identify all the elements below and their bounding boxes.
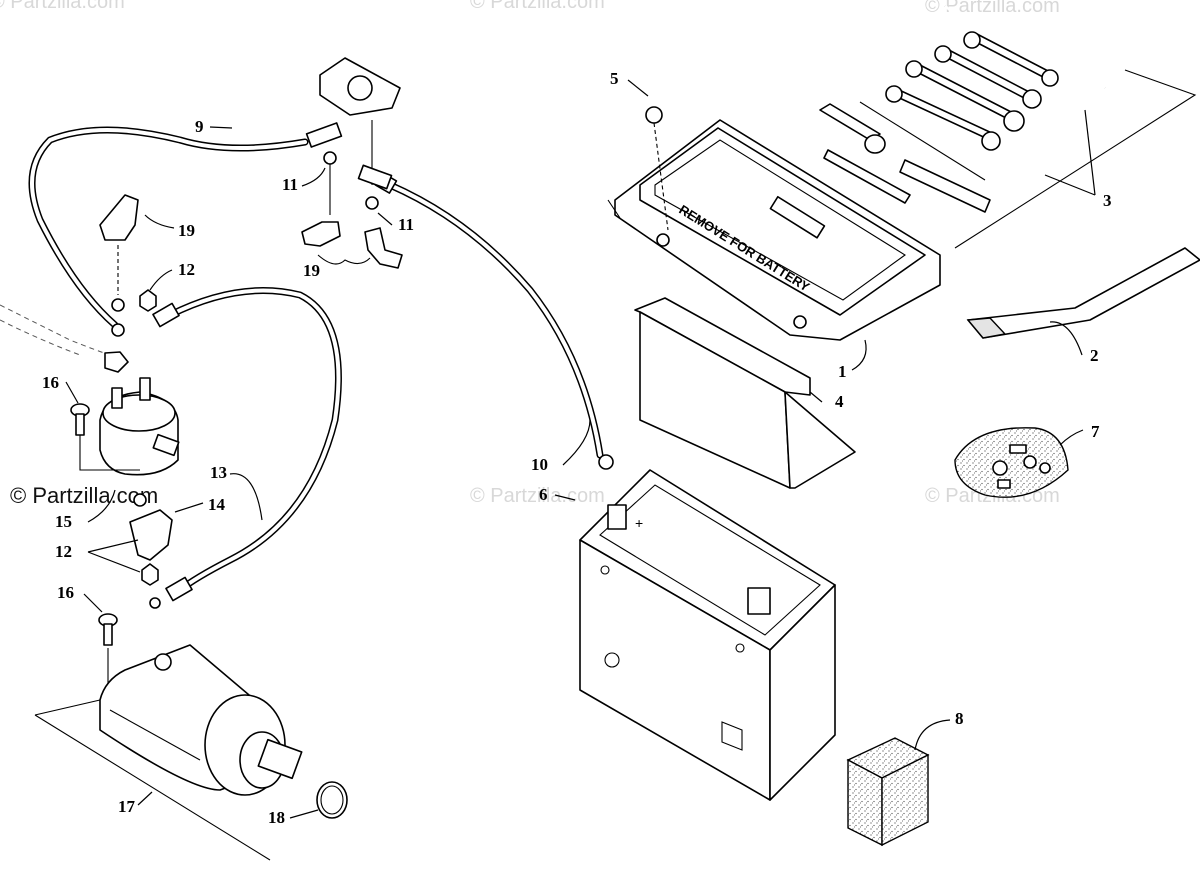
callout-16-b: 16 bbox=[57, 583, 74, 602]
wire-dashed-2 bbox=[0, 319, 81, 356]
callout-9: 9 bbox=[195, 117, 204, 136]
starter-motor bbox=[34, 644, 303, 861]
nuts-12 bbox=[111, 289, 159, 586]
callout-10: 10 bbox=[531, 455, 548, 474]
bolt-16-lower bbox=[98, 613, 118, 690]
watermark-top-center: © Partzilla.com bbox=[470, 0, 605, 13]
watermark-mid-center: © Partzilla.com bbox=[470, 485, 605, 507]
battery-bracket bbox=[634, 297, 856, 489]
callout-19-b: 19 bbox=[303, 261, 320, 280]
callouts: 1 2 3 4 5 6 7 8 9 10 11 11 12 12 13 14 1… bbox=[42, 69, 1112, 827]
boots-19-upper bbox=[301, 221, 403, 269]
bolt-5 bbox=[645, 106, 669, 231]
callout-3: 3 bbox=[1103, 191, 1112, 210]
callout-12-b: 12 bbox=[55, 542, 72, 561]
watermark-top-right: © Partzilla.com bbox=[925, 0, 1060, 17]
watermark-mid-left: © Partzilla.com bbox=[10, 483, 158, 508]
callout-8: 8 bbox=[955, 709, 964, 728]
cable-9 bbox=[28, 126, 309, 337]
foam-pad bbox=[846, 737, 930, 847]
callout-5: 5 bbox=[610, 69, 619, 88]
watermark-top-left: © Partzilla.com bbox=[0, 0, 125, 13]
callout-13: 13 bbox=[210, 463, 227, 482]
callout-7: 7 bbox=[1091, 422, 1100, 441]
callout-15: 15 bbox=[55, 512, 72, 531]
fuse-holder bbox=[305, 57, 401, 215]
boot-14 bbox=[129, 509, 173, 561]
boot-19-left bbox=[99, 194, 139, 295]
battery-plus-sign: + bbox=[635, 515, 643, 531]
callout-6: 6 bbox=[539, 485, 548, 504]
callout-14: 14 bbox=[208, 495, 226, 514]
callout-11-b: 11 bbox=[398, 215, 414, 234]
callout-12-a: 12 bbox=[178, 260, 195, 279]
callout-1: 1 bbox=[838, 362, 847, 381]
battery: + bbox=[579, 469, 836, 801]
callout-16-a: 16 bbox=[42, 373, 59, 392]
callout-18: 18 bbox=[268, 808, 285, 827]
o-ring bbox=[316, 781, 348, 819]
callout-19-a: 19 bbox=[178, 221, 195, 240]
callout-11-a: 11 bbox=[282, 175, 298, 194]
callout-2: 2 bbox=[1090, 346, 1099, 365]
bolt-16-upper bbox=[70, 403, 90, 436]
callout-17: 17 bbox=[118, 797, 136, 816]
starter-solenoid bbox=[79, 351, 180, 476]
cable-13 bbox=[149, 287, 342, 609]
o-ring-inner bbox=[320, 785, 344, 815]
battery-strap bbox=[966, 247, 1200, 339]
leader-lines bbox=[65, 79, 1096, 819]
hardware-kit bbox=[954, 427, 1069, 498]
tool-kit bbox=[819, 5, 1197, 249]
callout-4: 4 bbox=[835, 392, 844, 411]
wire-dashed bbox=[0, 304, 111, 356]
